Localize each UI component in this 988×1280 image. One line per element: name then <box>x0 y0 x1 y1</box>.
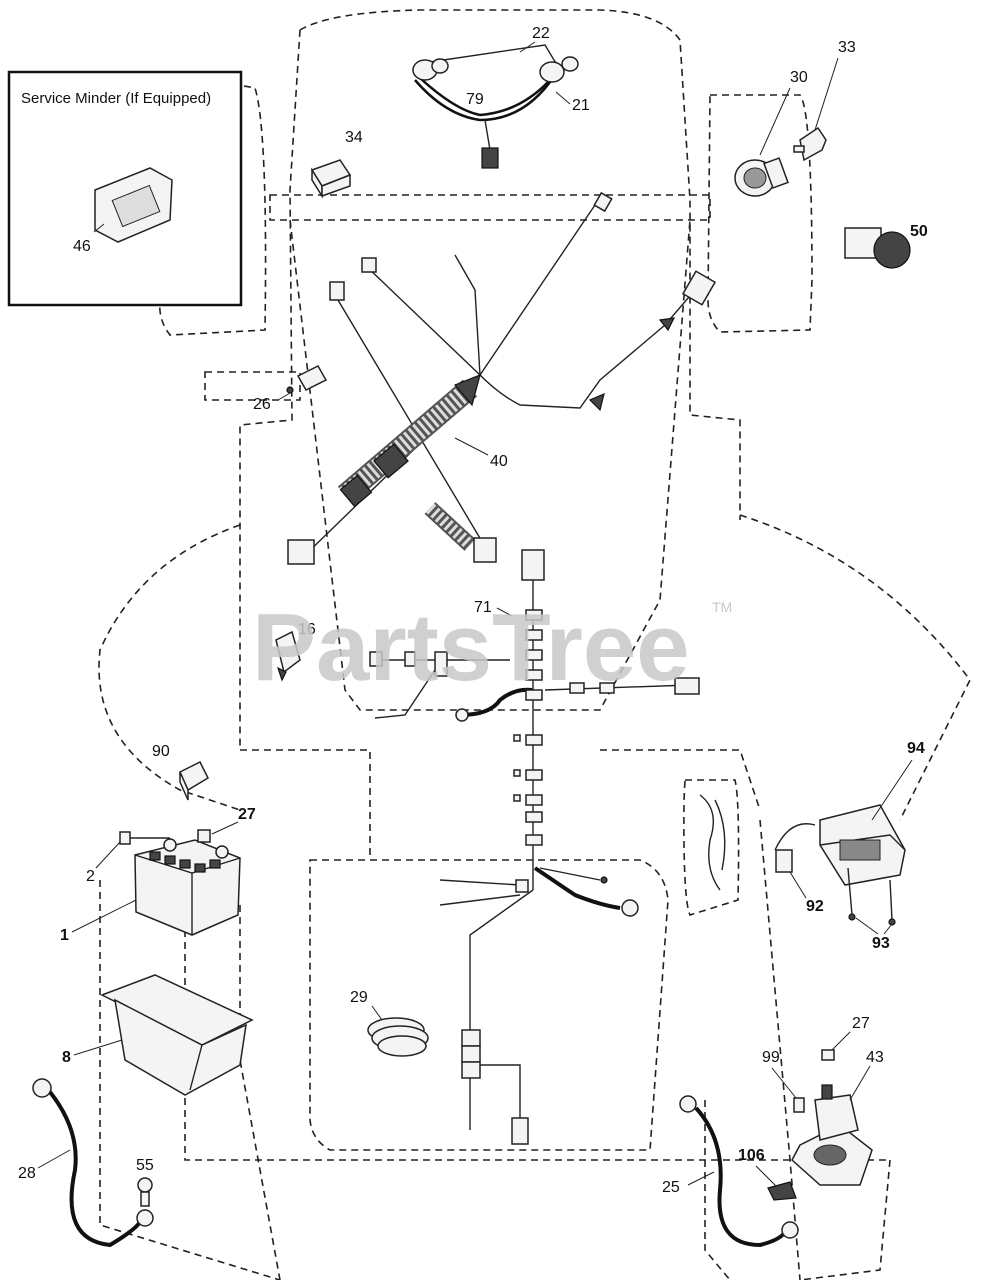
nut-27-lower <box>821 1049 835 1061</box>
screws-93 <box>847 867 896 926</box>
label-79: 79 <box>466 91 484 108</box>
part-90 <box>179 760 209 801</box>
battery-1 <box>134 838 241 936</box>
battery-caps <box>149 851 221 873</box>
watermark: PartsTree TM <box>252 594 732 701</box>
label-50: 50 <box>910 223 928 240</box>
bolt-2 <box>119 831 170 845</box>
ignition-switch-30 <box>734 157 789 197</box>
seat-panel <box>699 794 726 891</box>
label-26: 26 <box>253 396 271 413</box>
switch-34 <box>310 159 352 199</box>
label-22: 22 <box>532 25 550 42</box>
module-94 <box>774 804 906 886</box>
label-93: 93 <box>872 935 890 952</box>
solenoid-43 <box>791 1084 873 1186</box>
label-71: 71 <box>474 599 492 616</box>
part-26 <box>286 365 328 394</box>
label-43: 43 <box>866 1049 884 1066</box>
label-33: 33 <box>838 39 856 56</box>
part-29 <box>367 1017 429 1057</box>
label-21: 21 <box>572 97 590 114</box>
service-minder-part <box>94 167 173 243</box>
label-29: 29 <box>350 989 368 1006</box>
service-minder-inset: Service Minder (If Equipped) 46 <box>7 70 243 307</box>
watermark-text: PartsTree <box>252 594 690 701</box>
label-30: 30 <box>790 69 808 86</box>
clip-106 <box>767 1181 797 1201</box>
sensor-92 <box>775 849 793 873</box>
label-25: 25 <box>662 1179 680 1196</box>
label-99: 99 <box>762 1049 780 1066</box>
relay-16 <box>275 630 301 682</box>
harness-71 <box>369 549 700 1145</box>
label-106: 106 <box>738 1147 765 1164</box>
battery-tray-8 <box>100 974 254 1096</box>
key-33 <box>793 126 827 162</box>
label-34: 34 <box>345 129 363 146</box>
nut-27 <box>197 829 211 843</box>
label-16: 16 <box>298 621 316 638</box>
label-2: 2 <box>86 868 95 885</box>
label-94: 94 <box>907 740 925 757</box>
label-90: 90 <box>152 743 170 760</box>
washer-99 <box>793 1097 805 1113</box>
cable-28 <box>32 1078 154 1248</box>
inset-title: Service Minder (If Equipped) <box>21 90 211 107</box>
cable-25 <box>679 1095 799 1248</box>
headlight-harness <box>412 44 579 169</box>
label-27-lower: 27 <box>852 1015 870 1032</box>
watermark-tm: TM <box>712 599 732 615</box>
chassis-outlines <box>98 9 971 1280</box>
switch-50 <box>844 227 911 269</box>
bolt-55 <box>137 1177 153 1207</box>
label-55: 55 <box>136 1157 154 1174</box>
harness-71-connectors <box>513 609 543 846</box>
label-46: 46 <box>73 238 91 255</box>
label-28: 28 <box>18 1165 36 1182</box>
label-8: 8 <box>62 1049 71 1066</box>
label-27-top: 27 <box>238 806 256 823</box>
label-1: 1 <box>60 927 69 944</box>
label-92: 92 <box>806 898 824 915</box>
label-40: 40 <box>490 453 508 470</box>
main-harness-40 <box>287 191 717 565</box>
harness-loom <box>337 373 481 551</box>
